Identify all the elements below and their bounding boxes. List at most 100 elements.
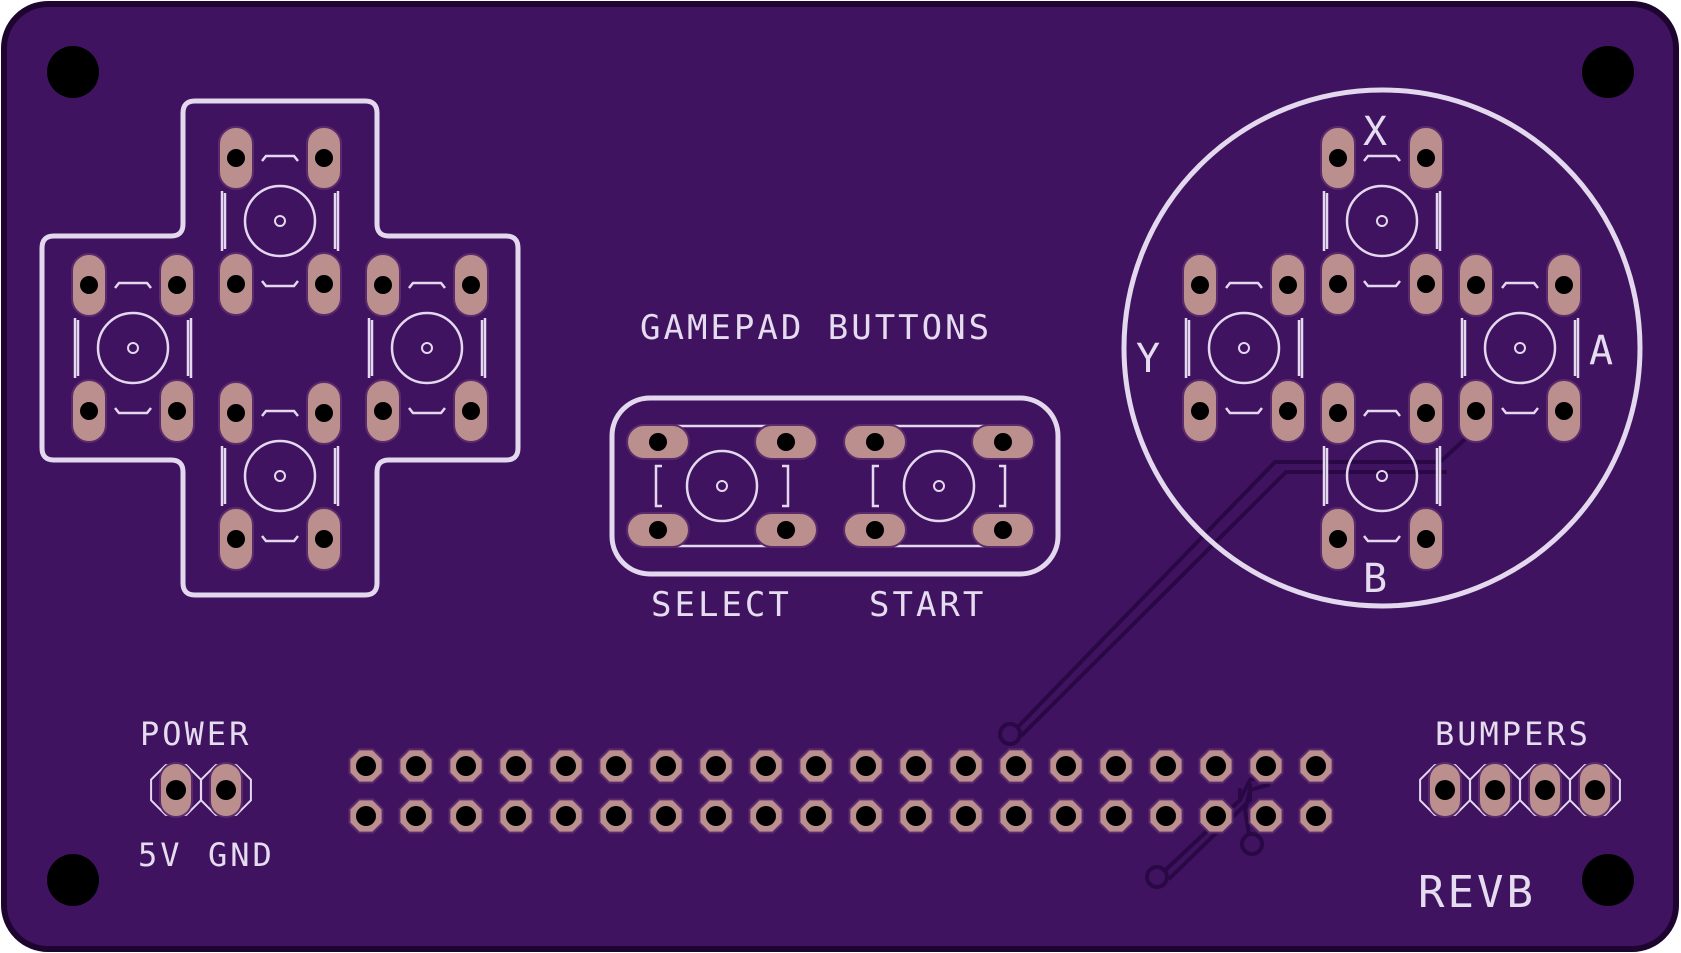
drill-hole bbox=[1467, 276, 1485, 294]
drill-hole bbox=[649, 433, 667, 451]
switch-center bbox=[421, 342, 433, 354]
drill-hole bbox=[777, 433, 795, 451]
gpio-header bbox=[348, 748, 1334, 834]
drill-hole bbox=[777, 521, 795, 539]
gnd-label: GND bbox=[208, 836, 275, 874]
drill-hole bbox=[315, 530, 333, 548]
drill-hole bbox=[166, 780, 186, 800]
drill-hole bbox=[606, 806, 626, 826]
tactile-switch-icon bbox=[71, 253, 195, 443]
drill-hole bbox=[1329, 404, 1347, 422]
switch-actuator bbox=[1345, 184, 1419, 258]
drill-hole bbox=[856, 756, 876, 776]
drill-hole bbox=[706, 806, 726, 826]
drill-hole bbox=[315, 149, 333, 167]
mounting-hole-icon bbox=[47, 46, 99, 98]
a-button-label: A bbox=[1589, 328, 1616, 374]
drill-hole bbox=[1555, 402, 1573, 420]
drill-hole bbox=[227, 530, 245, 548]
drill-hole bbox=[556, 806, 576, 826]
select-label: SELECT bbox=[651, 585, 792, 625]
revision-label: REVB bbox=[1418, 867, 1536, 918]
switch-center bbox=[1238, 342, 1250, 354]
drill-hole bbox=[1417, 530, 1435, 548]
drill-hole bbox=[216, 780, 236, 800]
drill-hole bbox=[356, 806, 376, 826]
drill-hole bbox=[756, 806, 776, 826]
drill-hole bbox=[1555, 276, 1573, 294]
switch-body bbox=[261, 409, 299, 543]
drill-hole bbox=[1417, 149, 1435, 167]
drill-hole bbox=[406, 756, 426, 776]
tactile-switch-icon bbox=[218, 126, 342, 316]
via bbox=[998, 722, 1022, 746]
switch-body bbox=[1322, 446, 1442, 506]
y-button-label: Y bbox=[1136, 336, 1163, 382]
drill-hole bbox=[1006, 806, 1026, 826]
via bbox=[1240, 832, 1264, 856]
drill-hole bbox=[506, 806, 526, 826]
drill-hole bbox=[656, 806, 676, 826]
x-button-label: X bbox=[1363, 109, 1390, 155]
switch-body bbox=[220, 191, 340, 251]
via bbox=[1145, 865, 1169, 889]
start-label: START bbox=[869, 585, 986, 625]
drill-hole bbox=[1256, 756, 1276, 776]
switch-actuator bbox=[685, 449, 759, 523]
drill-hole bbox=[1191, 402, 1209, 420]
switch-center bbox=[127, 342, 139, 354]
b-button-label: B bbox=[1363, 556, 1390, 602]
switch-body bbox=[1322, 191, 1442, 251]
drill-hole bbox=[1435, 780, 1455, 800]
drill-hole bbox=[1329, 275, 1347, 293]
board-title: GAMEPAD BUTTONS bbox=[640, 308, 992, 348]
drill-hole bbox=[956, 806, 976, 826]
drill-hole bbox=[994, 521, 1012, 539]
switch-body bbox=[223, 193, 337, 249]
switch-center bbox=[716, 480, 728, 492]
drill-hole bbox=[556, 756, 576, 776]
switch-body bbox=[220, 446, 340, 506]
drill-hole bbox=[406, 806, 426, 826]
switch-body bbox=[1463, 320, 1577, 376]
vias bbox=[998, 722, 1264, 889]
drill-hole bbox=[856, 806, 876, 826]
switch-center bbox=[1514, 342, 1526, 354]
drill-hole bbox=[649, 521, 667, 539]
drill-hole bbox=[756, 756, 776, 776]
switch-body bbox=[223, 448, 337, 504]
select-start-outline bbox=[609, 395, 1061, 577]
drill-hole bbox=[80, 276, 98, 294]
switch-center bbox=[1376, 470, 1388, 482]
mounting-hole-icon bbox=[1582, 854, 1634, 906]
drill-hole bbox=[374, 276, 392, 294]
drill-hole bbox=[656, 756, 676, 776]
drill-hole bbox=[906, 806, 926, 826]
drill-hole bbox=[1306, 806, 1326, 826]
drill-hole bbox=[1156, 806, 1176, 826]
drill-hole bbox=[356, 756, 376, 776]
drill-hole bbox=[462, 402, 480, 420]
tactile-switch-icon bbox=[1182, 253, 1306, 443]
drill-hole bbox=[1256, 806, 1276, 826]
switch-body bbox=[1325, 193, 1439, 249]
switch-body bbox=[73, 318, 193, 378]
switch-body bbox=[1460, 318, 1580, 378]
drill-hole bbox=[456, 806, 476, 826]
tactile-switch-icon bbox=[1320, 126, 1444, 316]
copper-traces bbox=[1008, 428, 1477, 880]
drill-hole bbox=[1056, 756, 1076, 776]
connector-pads bbox=[150, 762, 1621, 818]
drill-hole bbox=[1535, 780, 1555, 800]
tactile-switch-icon bbox=[1320, 381, 1444, 571]
drill-hole bbox=[315, 275, 333, 293]
drill-hole bbox=[866, 521, 884, 539]
tactile-switch-icon bbox=[365, 253, 489, 443]
switch-body bbox=[871, 464, 1007, 508]
drill-hole bbox=[374, 402, 392, 420]
switch-body bbox=[1363, 154, 1401, 288]
mounting-holes bbox=[47, 46, 1634, 906]
switch-center bbox=[274, 215, 286, 227]
drill-hole bbox=[1485, 780, 1505, 800]
switch-body bbox=[667, 424, 777, 548]
